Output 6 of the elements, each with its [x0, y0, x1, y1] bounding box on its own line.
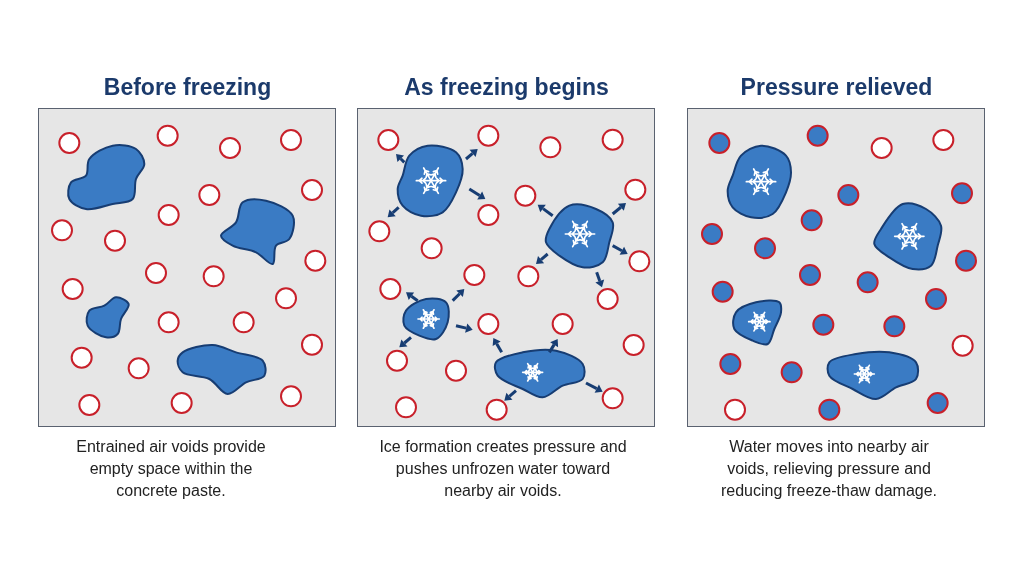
panel-caption: Ice formation creates pressure and pushes unfrozen water toward nearby air voids.: [379, 437, 627, 501]
panel-caption: Entrained air voids provide empty space within the concrete paste.: [75, 437, 267, 501]
panel-heading: Pressure relieved: [739, 74, 934, 101]
panel-heading: As freezing begins: [403, 74, 610, 101]
panel-caption: Water moves into nearby air voids, relieving pressure and reducing freeze-thaw damage.: [719, 437, 939, 501]
panel-heading: Before freezing: [102, 74, 273, 101]
